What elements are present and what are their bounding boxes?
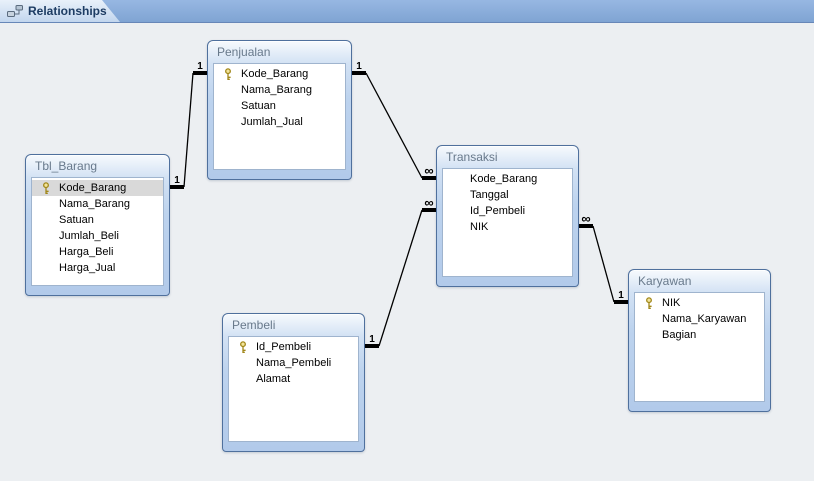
field-name: Kode_Barang [59, 182, 127, 194]
field-row-Tanggal[interactable]: Tanggal [443, 187, 572, 203]
table-title: Transaksi [446, 150, 498, 164]
field-row-Nama_Barang[interactable]: Nama_Barang [214, 82, 345, 98]
field-row-Nama_Barang[interactable]: Nama_Barang [32, 196, 163, 212]
cardinality-label: ∞ [424, 163, 433, 178]
cardinality-label: ∞ [424, 195, 433, 210]
relationship-Penjualan-Transaksi[interactable]: 1∞ [352, 61, 436, 180]
field-name: Nama_Karyawan [662, 313, 747, 325]
table-header-Karyawan[interactable]: Karyawan [629, 270, 770, 292]
table-title: Tbl_Barang [35, 159, 98, 173]
field-name: Harga_Beli [59, 246, 114, 258]
field-row-Harga_Jual[interactable]: Harga_Jual [32, 260, 163, 276]
field-name: Kode_Barang [241, 68, 309, 80]
relationship-Tbl_Barang-Penjualan[interactable]: 11 [170, 61, 207, 189]
cardinality-label: 1 [174, 175, 180, 186]
field-name: Satuan [59, 214, 94, 226]
field-name: NIK [470, 221, 489, 233]
relationship-Transaksi-Karyawan[interactable]: ∞1 [579, 211, 628, 304]
field-row-Kode_Barang[interactable]: Kode_Barang [32, 180, 163, 196]
tab-relationships[interactable]: Relationships [0, 0, 120, 22]
field-name: Tanggal [470, 189, 509, 201]
relationship-Pembeli-Transaksi[interactable]: 1∞ [365, 195, 436, 348]
field-row-Nama_Pembeli[interactable]: Nama_Pembeli [229, 355, 358, 371]
field-name: Id_Pembeli [256, 341, 312, 353]
table-header-Pembeli[interactable]: Pembeli [223, 314, 364, 336]
primary-key-icon [238, 340, 256, 354]
primary-key-icon [644, 296, 662, 310]
field-row-Jumlah_Jual[interactable]: Jumlah_Jual [214, 114, 345, 130]
object-tab-bar: Relationships [0, 0, 814, 23]
table-title: Karyawan [638, 274, 692, 288]
table-header-Penjualan[interactable]: Penjualan [208, 41, 351, 63]
relationships-icon [7, 4, 23, 18]
field-name: Harga_Jual [59, 262, 116, 274]
cardinality-label: 1 [356, 61, 362, 72]
field-name: Nama_Barang [241, 84, 312, 96]
table-title: Pembeli [232, 318, 276, 332]
primary-key-icon [41, 181, 59, 195]
primary-key-icon [223, 67, 241, 81]
field-row-Kode_Barang[interactable]: Kode_Barang [214, 66, 345, 82]
field-row-Satuan[interactable]: Satuan [214, 98, 345, 114]
field-row-Nama_Karyawan[interactable]: Nama_Karyawan [635, 311, 764, 327]
field-name: Jumlah_Beli [59, 230, 119, 242]
cardinality-label: 1 [197, 61, 203, 72]
field-name: Bagian [662, 329, 697, 341]
field-row-Alamat[interactable]: Alamat [229, 371, 358, 387]
field-row-NIK[interactable]: NIK [443, 219, 572, 235]
table-header-Tbl_Barang[interactable]: Tbl_Barang [26, 155, 169, 177]
cardinality-label: 1 [369, 334, 375, 345]
field-name: Nama_Barang [59, 198, 130, 210]
field-name: Nama_Pembeli [256, 357, 332, 369]
tab-label: Relationships [28, 4, 107, 18]
table-title: Penjualan [217, 45, 271, 59]
field-row-Id_Pembeli[interactable]: Id_Pembeli [443, 203, 572, 219]
field-row-NIK[interactable]: NIK [635, 295, 764, 311]
field-row-Satuan[interactable]: Satuan [32, 212, 163, 228]
cardinality-label: ∞ [581, 211, 590, 226]
field-name: Satuan [241, 100, 276, 112]
field-row-Id_Pembeli[interactable]: Id_Pembeli [229, 339, 358, 355]
cardinality-label: 1 [618, 290, 624, 301]
field-row-Bagian[interactable]: Bagian [635, 327, 764, 343]
field-row-Kode_Barang[interactable]: Kode_Barang [443, 171, 572, 187]
field-row-Harga_Beli[interactable]: Harga_Beli [32, 244, 163, 260]
field-row-Jumlah_Beli[interactable]: Jumlah_Beli [32, 228, 163, 244]
field-name: Alamat [256, 373, 291, 385]
table-header-Transaksi[interactable]: Transaksi [437, 146, 578, 168]
field-name: Kode_Barang [470, 173, 538, 185]
field-name: Jumlah_Jual [241, 116, 303, 128]
field-name: Id_Pembeli [470, 205, 526, 217]
field-name: NIK [662, 297, 681, 309]
